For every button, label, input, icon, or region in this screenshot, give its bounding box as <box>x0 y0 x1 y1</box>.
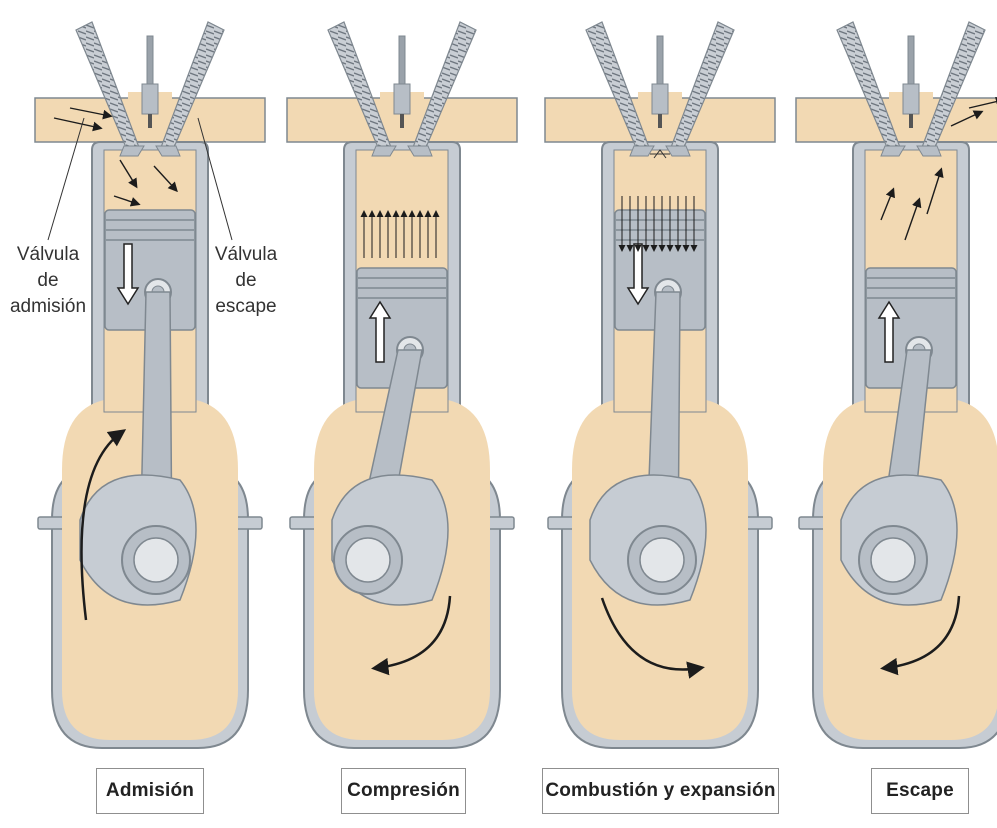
engine-4 <box>796 22 997 748</box>
stroke-label-combustion: Combustión y expansión <box>542 768 779 814</box>
spark-plug <box>399 36 405 86</box>
intake-valve-annotation: Válvula de admisión <box>4 244 92 318</box>
spark-plug <box>147 36 153 86</box>
engine-2 <box>287 22 517 748</box>
intake-valve-annotation-line-2: de <box>4 270 92 292</box>
exhaust-valve-annotation-line-2: de <box>207 270 285 292</box>
exhaust-valve-annotation-line-1: Válvula <box>207 244 285 266</box>
stroke-label-compresion: Compresión <box>341 768 466 814</box>
stroke-label-escape: Escape <box>871 768 969 814</box>
engine-1 <box>35 22 265 748</box>
spark-plug <box>657 36 663 86</box>
spark-plug <box>908 36 914 86</box>
intake-valve-annotation-line-3: admisión <box>4 296 92 318</box>
stroke-label-admision: Admisión <box>96 768 204 814</box>
intake-valve-annotation-line-1: Válvula <box>4 244 92 266</box>
engine-3 <box>545 22 775 748</box>
exhaust-valve-annotation-line-3: escape <box>207 296 285 318</box>
exhaust-valve-annotation: Válvula de escape <box>207 244 285 318</box>
